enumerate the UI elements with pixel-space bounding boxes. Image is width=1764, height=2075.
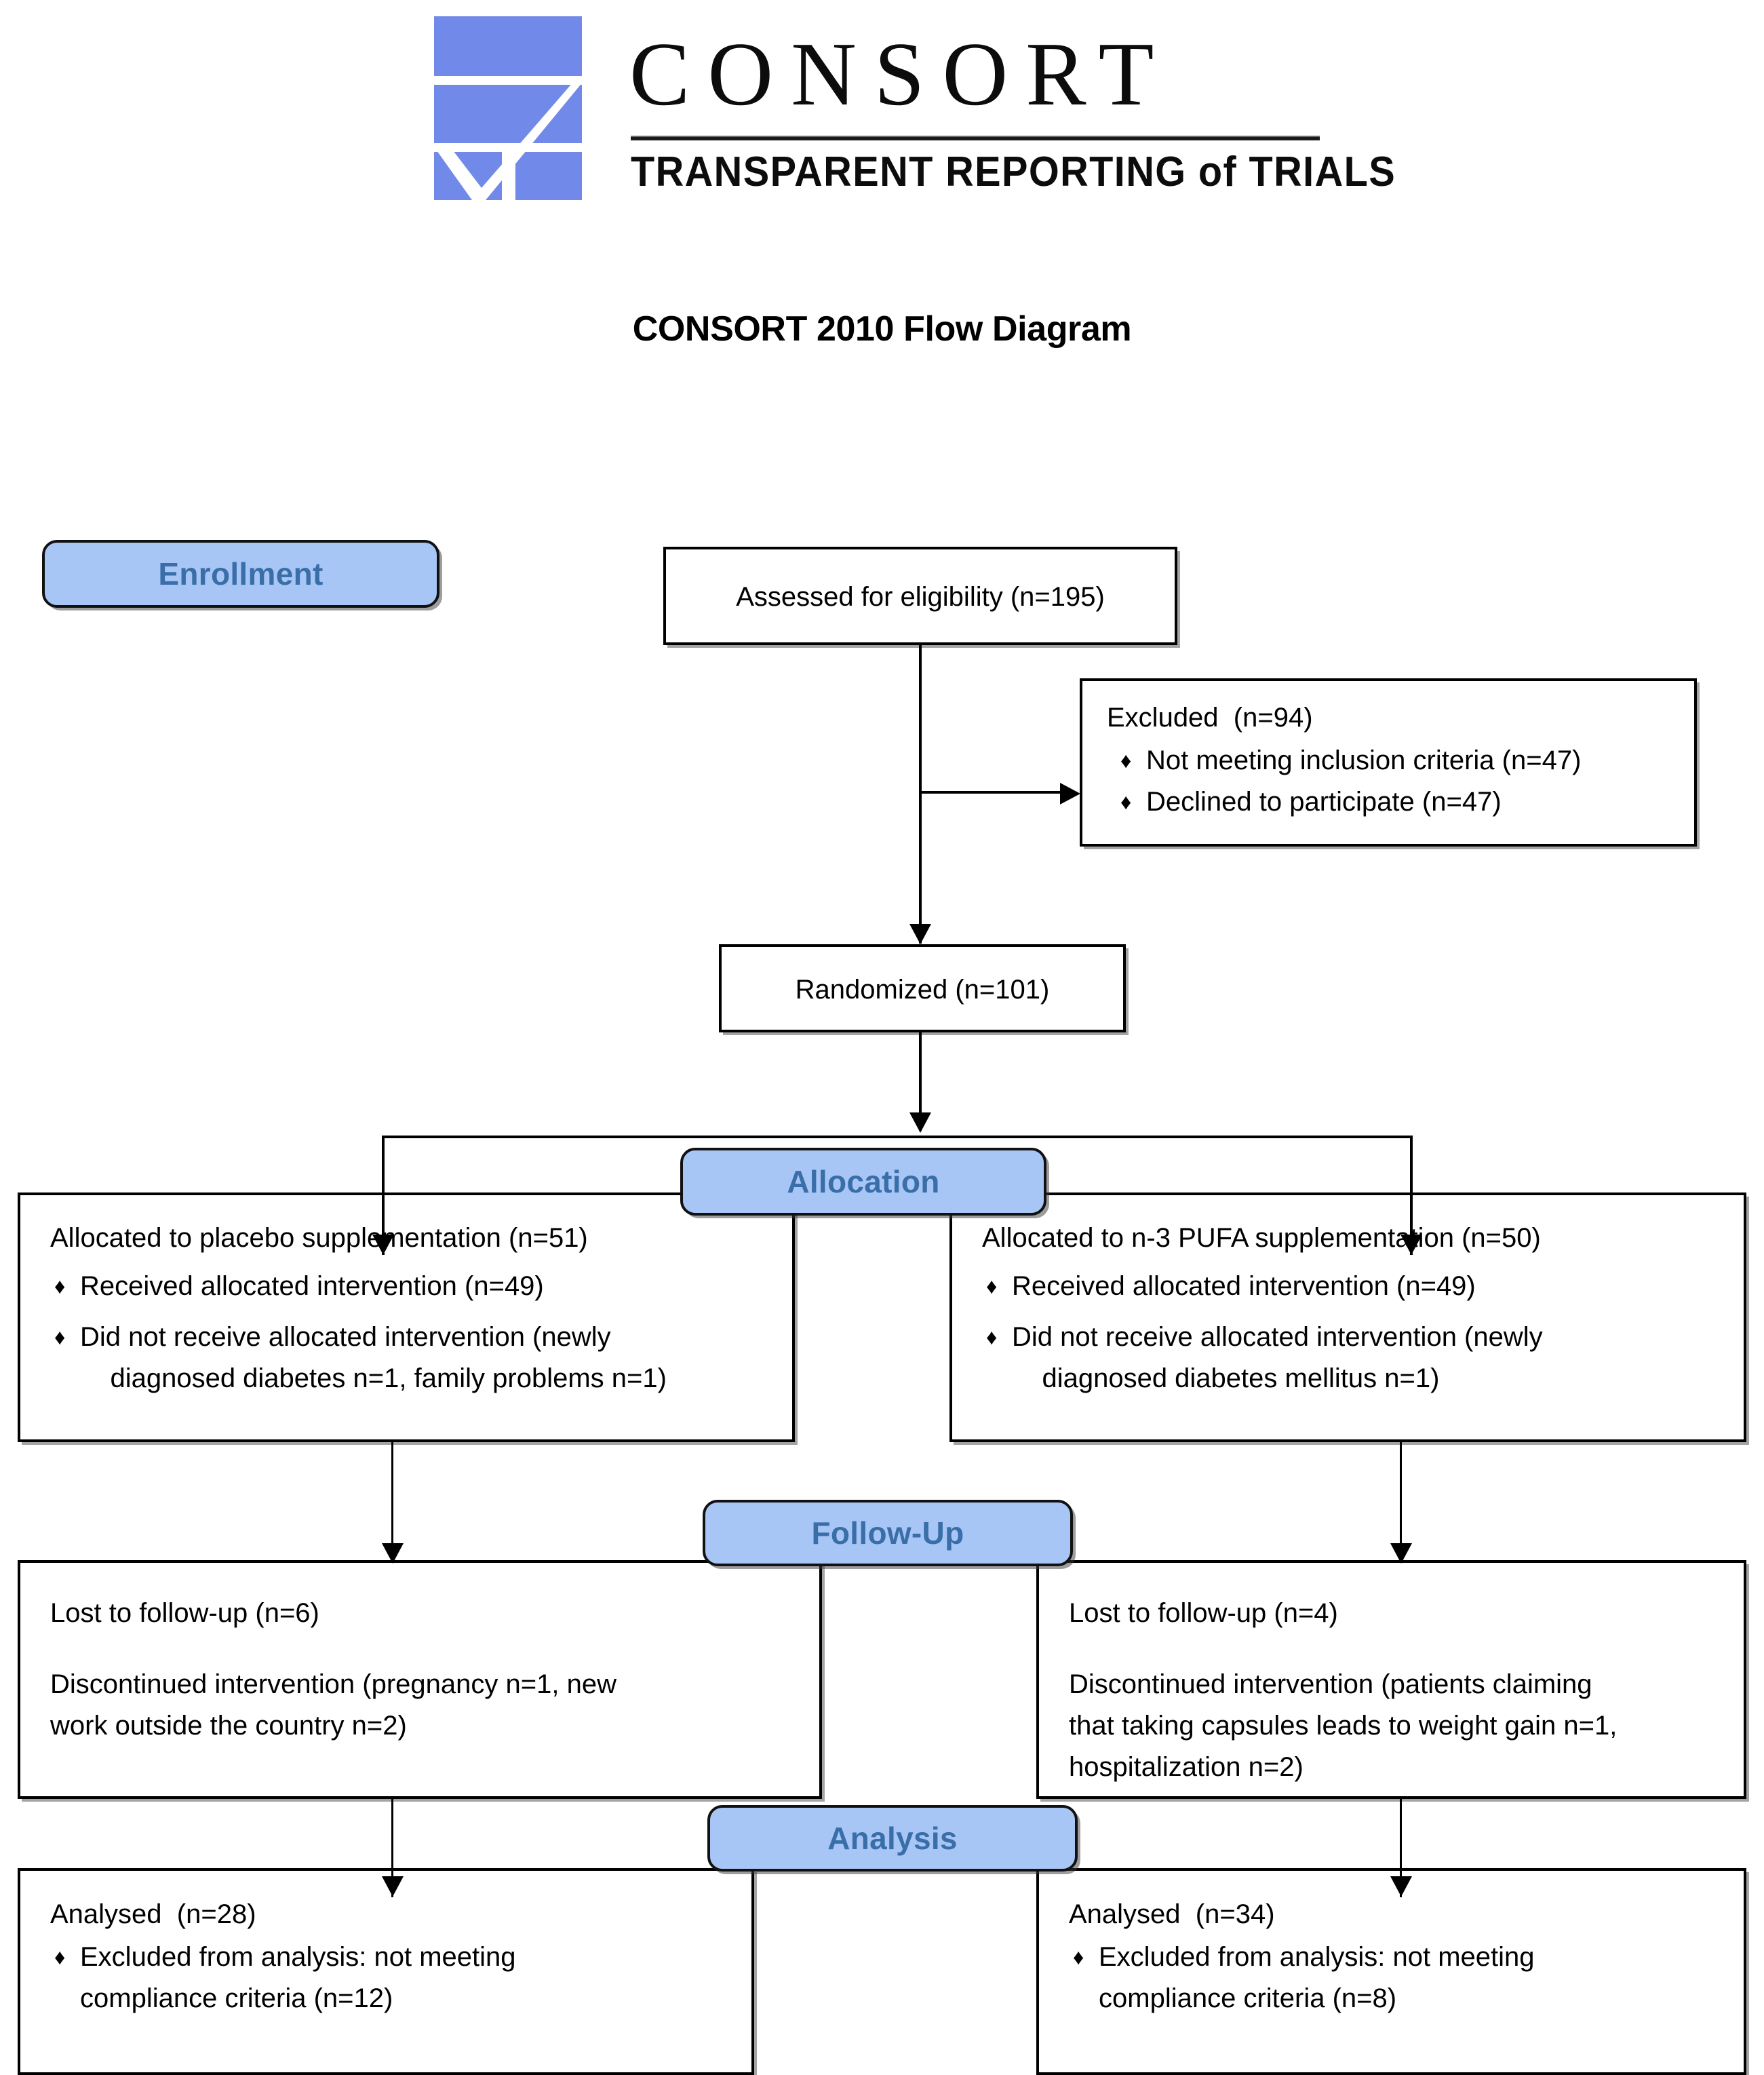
connector-split-bar — [382, 1136, 1413, 1138]
list-item: ♦ Received allocated intervention (n=49) — [50, 1266, 792, 1307]
connector-randomized-down — [919, 1032, 922, 1131]
arrowhead-to-follow-left-icon — [382, 1543, 404, 1564]
node-excluded-bullets: ♦ Not meeting inclusion criteria (n=47) ♦… — [1116, 740, 1694, 823]
header: CONSORT TRANSPARENT REPORTING of TRIALS — [0, 0, 1764, 224]
connector-follow-left-to-analysis-left — [391, 1799, 393, 1897]
connector-split-left-down — [382, 1136, 385, 1255]
stage-pill-analysis: Analysis — [707, 1805, 1078, 1872]
node-follow-up-placebo: Lost to follow-up (n=6) Discontinued int… — [18, 1560, 822, 1799]
node-follow-up-pufa-line1: Lost to follow-up (n=4) — [1069, 1598, 1338, 1628]
connector-alloc-right-to-follow-right — [1400, 1442, 1402, 1563]
node-follow-up-pufa-line2: Discontinued intervention (patients clai… — [1069, 1669, 1618, 1782]
node-assessed-text: Assessed for eligibility (n=195) — [736, 582, 1105, 612]
list-item-label: Did not receive allocated intervention (… — [1012, 1322, 1543, 1393]
consort-logo-text: CONSORT TRANSPARENT REPORTING of TRIALS — [629, 15, 1396, 201]
node-allocation-placebo: Allocated to placebo supplementation (n=… — [18, 1192, 795, 1442]
list-item: ♦ Did not receive allocated intervention … — [982, 1317, 1744, 1399]
stage-pill-enrollment-label: Enrollment — [158, 556, 324, 592]
diamond-bullet-icon: ♦ — [54, 1325, 66, 1349]
list-item-label: Declined to participate (n=47) — [1146, 787, 1502, 817]
node-allocation-pufa-bullets: ♦Received allocated intervention (n=49) … — [982, 1266, 1744, 1399]
stage-pill-follow-up: Follow-Up — [703, 1500, 1073, 1566]
list-item: ♦ Not meeting inclusion criteria (n=47) — [1116, 740, 1694, 781]
consort-tagline: TRANSPARENT REPORTING of TRIALS — [631, 149, 1396, 195]
list-item: ♦ Did not receive allocated intervention … — [50, 1317, 792, 1399]
arrowhead-to-randomized-icon — [909, 924, 931, 944]
arrowhead-to-analysis-right-icon — [1390, 1876, 1412, 1897]
node-allocation-pufa-heading: Allocated to n-3 PUFA supplementation (n… — [982, 1223, 1541, 1253]
node-randomized: Randomized (n=101) — [719, 944, 1126, 1032]
node-analysis-pufa: Analysed (n=34) ♦ Excluded from analysis:… — [1036, 1868, 1746, 2075]
node-allocation-placebo-bullets: ♦Received allocated intervention (n=49) … — [50, 1266, 792, 1399]
list-item-label: Received allocated intervention (n=49) — [1012, 1271, 1476, 1301]
page-title: CONSORT 2010 Flow Diagram — [632, 309, 1132, 349]
consort-wordmark: CONSORT — [629, 24, 1172, 124]
consort-logo: CONSORT TRANSPARENT REPORTING of TRIALS — [433, 15, 1396, 205]
list-item: ♦ Excluded from analysis: not meeting com… — [50, 1937, 751, 2019]
connector-alloc-left-to-follow-left — [391, 1442, 393, 1563]
diamond-bullet-icon: ♦ — [1120, 748, 1132, 773]
stage-pill-follow-up-label: Follow-Up — [811, 1515, 964, 1551]
node-analysis-placebo-bullets: ♦ Excluded from analysis: not meeting com… — [50, 1937, 751, 2019]
consort-checkmark-logo-icon — [434, 16, 583, 200]
list-item-label: Did not receive allocated intervention (… — [80, 1322, 667, 1393]
arrowhead-to-alloc-right-icon — [1400, 1235, 1422, 1255]
logo-divider-rule — [631, 136, 1320, 140]
node-analysis-pufa-heading: Analysed (n=34) — [1069, 1899, 1275, 1929]
connector-split-right-down — [1410, 1136, 1413, 1255]
node-analysis-placebo-heading: Analysed (n=28) — [50, 1899, 256, 1929]
node-analysis-pufa-bullets: ♦ Excluded from analysis: not meeting com… — [1069, 1937, 1744, 2019]
list-item-label: Excluded from analysis: not meeting comp… — [1099, 1942, 1535, 2013]
arrowhead-to-analysis-left-icon — [382, 1876, 404, 1897]
diamond-bullet-icon: ♦ — [986, 1325, 998, 1349]
diamond-bullet-icon: ♦ — [986, 1274, 998, 1298]
stage-pill-analysis-label: Analysis — [827, 1821, 958, 1856]
diamond-bullet-icon: ♦ — [1073, 1945, 1084, 1969]
node-follow-up-placebo-line2: Discontinued intervention (pregnancy n=1… — [50, 1669, 616, 1741]
node-follow-up-placebo-line1: Lost to follow-up (n=6) — [50, 1598, 319, 1628]
stage-pill-allocation: Allocation — [680, 1148, 1046, 1216]
node-assessed-for-eligibility: Assessed for eligibility (n=195) — [663, 547, 1177, 645]
connector-follow-right-to-analysis-right — [1400, 1799, 1402, 1897]
diamond-bullet-icon: ♦ — [54, 1274, 66, 1298]
node-excluded: Excluded (n=94) ♦ Not meeting inclusion c… — [1080, 678, 1697, 847]
node-allocation-placebo-heading: Allocated to placebo supplementation (n=… — [50, 1223, 588, 1253]
node-analysis-placebo: Analysed (n=28) ♦ Excluded from analysis:… — [18, 1868, 754, 2075]
diamond-bullet-icon: ♦ — [54, 1945, 66, 1969]
arrowhead-split-icon — [909, 1112, 931, 1133]
stage-pill-allocation-label: Allocation — [787, 1164, 940, 1199]
list-item-label: Received allocated intervention (n=49) — [80, 1271, 544, 1301]
arrowhead-to-follow-right-icon — [1390, 1543, 1412, 1564]
list-item: ♦ Declined to participate (n=47) — [1116, 781, 1694, 823]
list-item-label: Not meeting inclusion criteria (n=47) — [1146, 745, 1582, 775]
list-item: ♦ Excluded from analysis: not meeting com… — [1069, 1937, 1744, 2019]
arrowhead-to-alloc-left-icon — [372, 1235, 394, 1255]
connector-assessed-to-excluded — [919, 791, 1061, 794]
node-allocation-pufa: Allocated to n-3 PUFA supplementation (n… — [949, 1192, 1746, 1442]
connector-assessed-to-randomized — [919, 645, 922, 944]
node-follow-up-pufa: Lost to follow-up (n=4) Discontinued int… — [1036, 1560, 1746, 1799]
list-item-label: Excluded from analysis: not meeting comp… — [80, 1942, 516, 2013]
arrowhead-to-excluded-icon — [1060, 783, 1080, 804]
list-item: ♦ Received allocated intervention (n=49) — [982, 1266, 1744, 1307]
diamond-bullet-icon: ♦ — [1120, 790, 1132, 814]
node-randomized-text: Randomized (n=101) — [795, 975, 1050, 1005]
node-excluded-heading: Excluded (n=94) — [1107, 703, 1313, 733]
stage-pill-enrollment: Enrollment — [42, 540, 439, 608]
